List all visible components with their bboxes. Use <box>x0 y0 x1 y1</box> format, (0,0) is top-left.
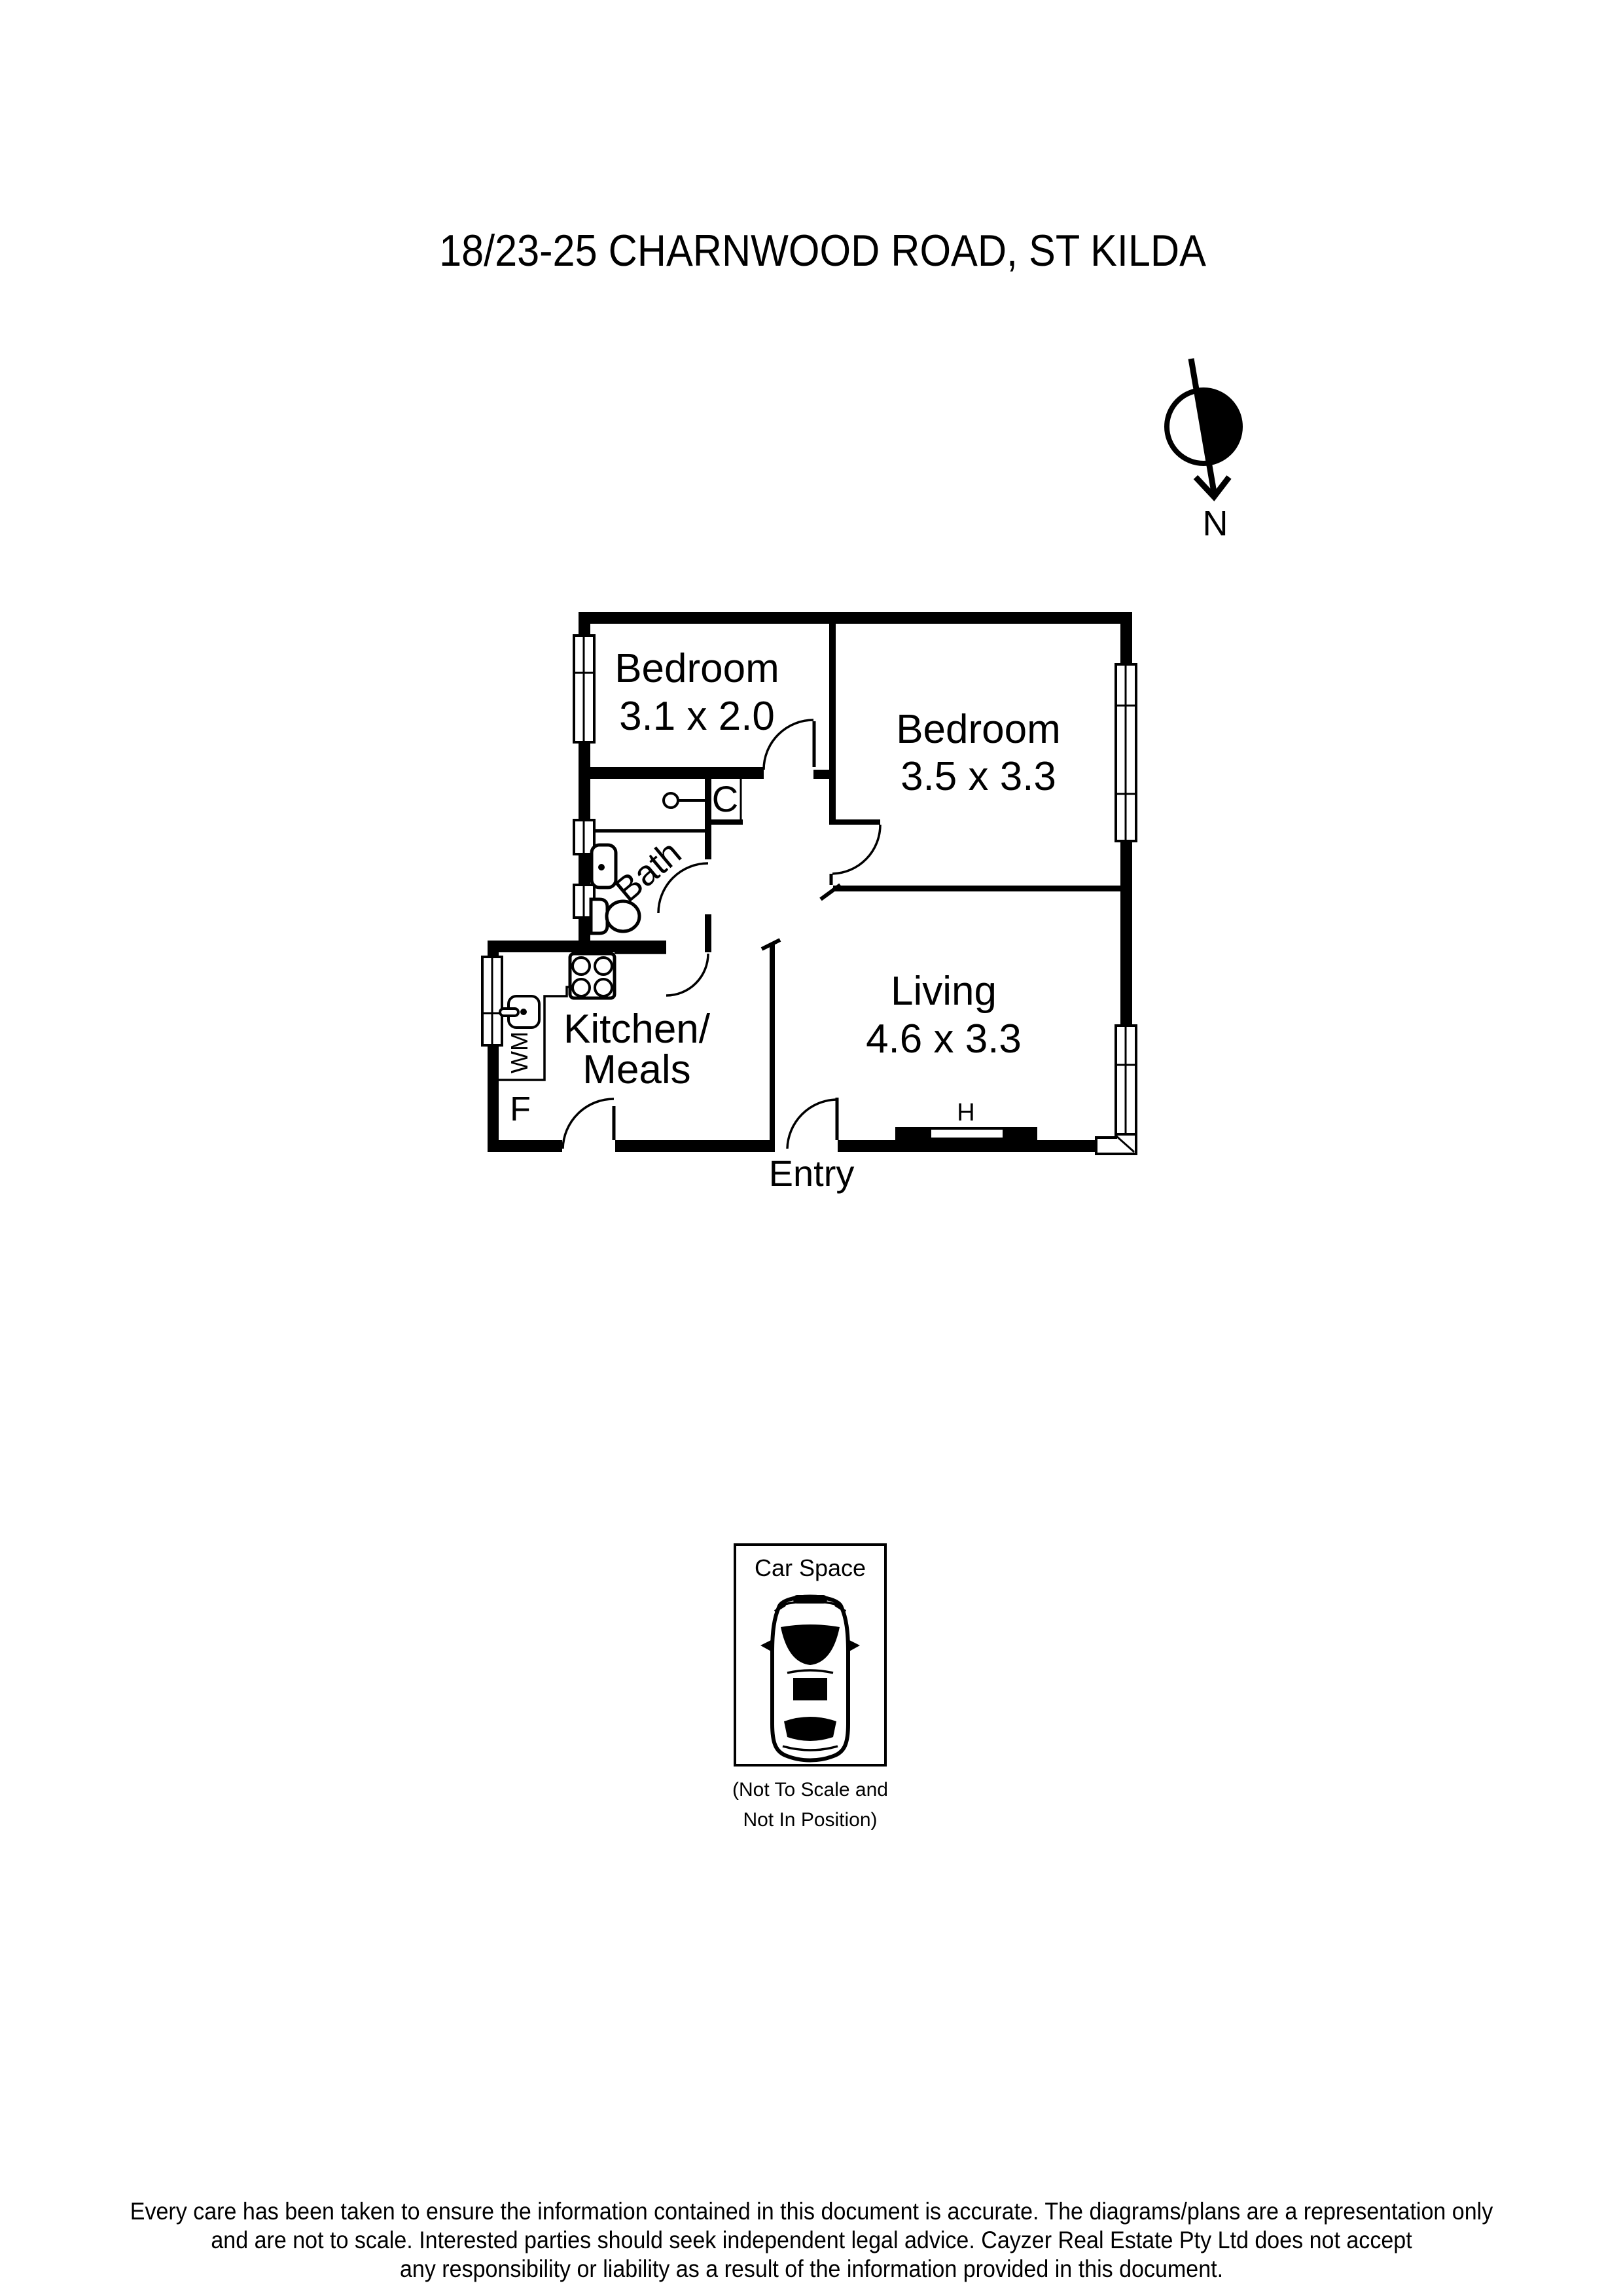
window-icon <box>481 956 503 1047</box>
disclaimer: Every care has been taken to ensure the … <box>130 2198 1493 2283</box>
door-bedroom2 <box>819 824 882 901</box>
wall-break-tick <box>760 938 781 951</box>
cupboard-marker: C <box>712 778 738 819</box>
living-dims: 4.6 x 3.3 <box>866 1016 1022 1062</box>
washing-machine-marker: WM <box>506 1031 533 1073</box>
stove-icon <box>568 952 616 1000</box>
door-entry <box>786 1098 839 1149</box>
window-icon <box>573 634 596 744</box>
bedroom2-dims: 3.5 x 3.3 <box>901 754 1056 799</box>
windows <box>481 634 1137 1155</box>
heater-icon <box>895 1127 1037 1140</box>
disclaimer-line3: any responsibility or liability as a res… <box>400 2255 1223 2283</box>
window-icon <box>1115 1024 1137 1136</box>
cupboard-door-icon <box>662 792 705 809</box>
window-icon <box>573 819 596 855</box>
car-top-view-icon <box>760 1594 860 1763</box>
north-arrow-icon: N <box>1164 358 1243 543</box>
bench-outline <box>499 986 570 1081</box>
door-kitchen-rear <box>562 1098 616 1149</box>
basin-icon <box>590 843 618 889</box>
kitchen-fixtures <box>499 952 666 1081</box>
corner-window-icon <box>1095 1133 1137 1155</box>
page-title: 18/23-25 CHARNWOOD ROAD, ST KILDA <box>439 225 1207 276</box>
bedroom2-label: Bedroom <box>896 707 1061 752</box>
walls <box>488 612 1132 1152</box>
bath-label: Bath <box>608 833 689 910</box>
car-space-label: Car Space <box>755 1554 866 1581</box>
heater-marker: H <box>957 1099 974 1126</box>
kitchen-label-line1: Kitchen/ <box>563 1007 711 1052</box>
bedroom1-dims: 3.1 x 2.0 <box>619 694 775 739</box>
door-bath <box>657 862 709 914</box>
doors <box>562 719 882 1149</box>
kitchen-label-line2: Meals <box>582 1047 690 1092</box>
sink-icon <box>499 995 541 1029</box>
car-space-note-line2: Not In Position) <box>743 1809 877 1831</box>
living-label: Living <box>891 969 997 1014</box>
disclaimer-line2: and are not to scale. Interested parties… <box>211 2227 1412 2254</box>
car-space-note-line1: (Not To Scale and <box>732 1779 888 1801</box>
window-icon <box>1115 663 1137 842</box>
disclaimer-line1: Every care has been taken to ensure the … <box>130 2198 1493 2225</box>
car-space: Car Space (Not To Scale and Not In Posit… <box>732 1543 888 1831</box>
north-label: N <box>1203 504 1228 543</box>
door-bedroom1 <box>762 719 816 770</box>
bedroom1-label: Bedroom <box>615 646 779 691</box>
toilet-icon <box>589 897 641 935</box>
floor-plan: Bedroom 3.1 x 2.0 Bedroom 3.5 x 3.3 Livi… <box>481 612 1137 1194</box>
fridge-marker: F <box>510 1090 531 1128</box>
entry-label: Entry <box>769 1153 855 1194</box>
bath-fixtures <box>589 792 705 935</box>
door-kitchen <box>666 953 709 997</box>
